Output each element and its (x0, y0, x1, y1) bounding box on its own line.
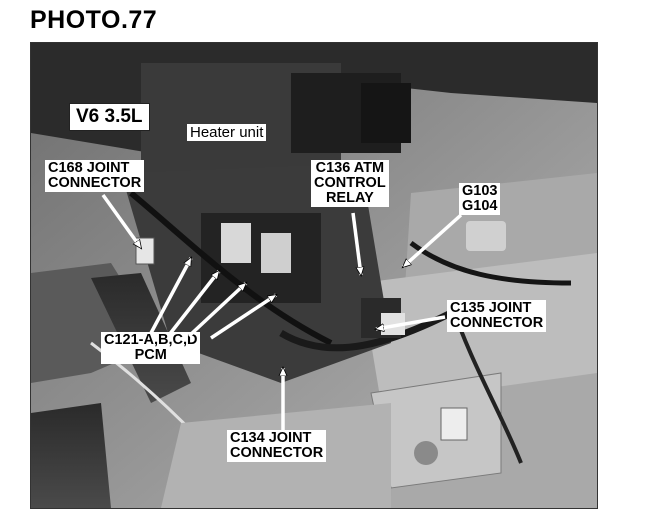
c168-joint-connector-label: C168 JOINT CONNECTOR (45, 160, 145, 192)
c121-pcm-label: C121-A,B,C,D PCM (101, 332, 201, 364)
c135-joint-connector-label: C135 JOINT CONNECTOR (447, 300, 547, 332)
heater-unit-label: Heater unit (187, 124, 267, 141)
engine-bay-photo: V6 3.5L Heater unit C168 JOINT CONNECTOR… (30, 42, 598, 509)
g103-g104-label: G103 G104 (459, 183, 501, 215)
c134-joint-connector-label: C134 JOINT CONNECTOR (227, 430, 327, 462)
engine-label: V6 3.5L (69, 103, 150, 131)
photo-title: PHOTO.77 (30, 6, 158, 34)
c136-atm-control-relay-label: C136 ATM CONTROL RELAY (311, 160, 389, 207)
